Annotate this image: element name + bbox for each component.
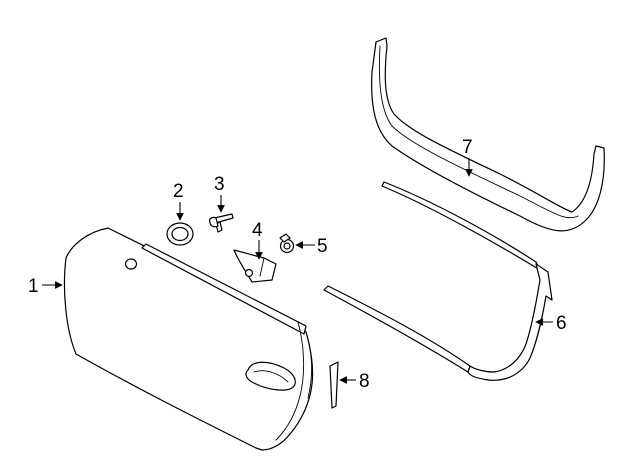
part-8-seal-strip[interactable] — [329, 361, 339, 409]
callout-2: 2 — [173, 181, 184, 202]
callout-3: 3 — [214, 174, 225, 195]
callout-1: 1 — [28, 276, 39, 297]
part-4-bracket[interactable] — [233, 249, 277, 283]
door-mirror-hole — [124, 258, 138, 270]
callout-6: 6 — [556, 313, 567, 334]
callout-8: 8 — [359, 371, 370, 392]
part-1-door-shell[interactable] — [63, 227, 314, 451]
part-6-door-weatherstrip[interactable] — [323, 181, 553, 381]
part-2-grommet[interactable] — [166, 222, 194, 246]
callout-5: 5 — [317, 236, 328, 257]
part-7-frame-weatherstrip[interactable] — [371, 37, 605, 232]
door-handle-recess — [245, 361, 296, 391]
callout-4: 4 — [252, 220, 263, 241]
callout-7: 7 — [462, 137, 473, 158]
part-3-clip[interactable] — [208, 213, 234, 233]
part-5-fastener[interactable] — [279, 233, 295, 254]
